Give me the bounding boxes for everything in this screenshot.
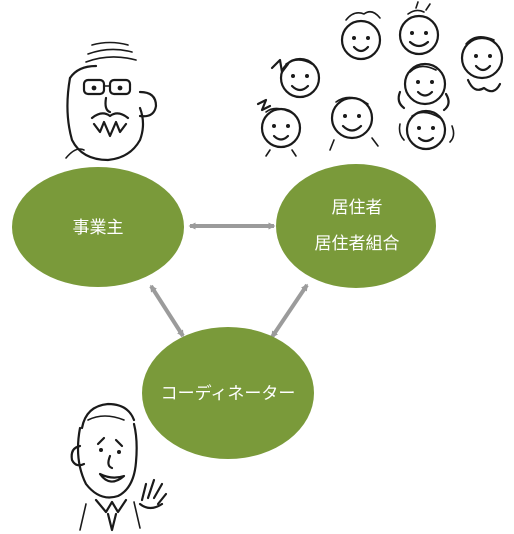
node-residents-label-line1: 居住者 [332, 198, 383, 218]
arrow-owner-coordinator [149, 284, 185, 338]
node-residents: 居住者 居住者組合 [276, 164, 436, 288]
arrow-residents-coordinator [270, 283, 309, 339]
coordinator-sketch [70, 402, 168, 532]
resident-face-7 [329, 96, 379, 151]
resident-face-6 [256, 98, 302, 157]
resident-face-1 [340, 10, 382, 61]
node-coordinator-label: コーディネーター [161, 383, 296, 404]
residents-crowd-sketch [256, 1, 504, 157]
node-business-owner-label: 事業主 [73, 218, 124, 238]
business-owner-sketch [65, 41, 158, 162]
node-residents-shape [276, 164, 436, 288]
node-coordinator-shape [142, 327, 314, 459]
resident-face-5 [397, 62, 450, 112]
resident-face-3 [460, 36, 504, 93]
node-business-owner-shape [12, 167, 184, 287]
resident-face-4 [270, 57, 321, 99]
node-residents-label-line2: 居住者組合 [315, 234, 400, 254]
resident-face-2 [398, 1, 440, 56]
node-business-owner: 事業主 [12, 167, 184, 287]
node-coordinator: コーディネーター [142, 327, 314, 459]
resident-face-8 [398, 109, 455, 151]
